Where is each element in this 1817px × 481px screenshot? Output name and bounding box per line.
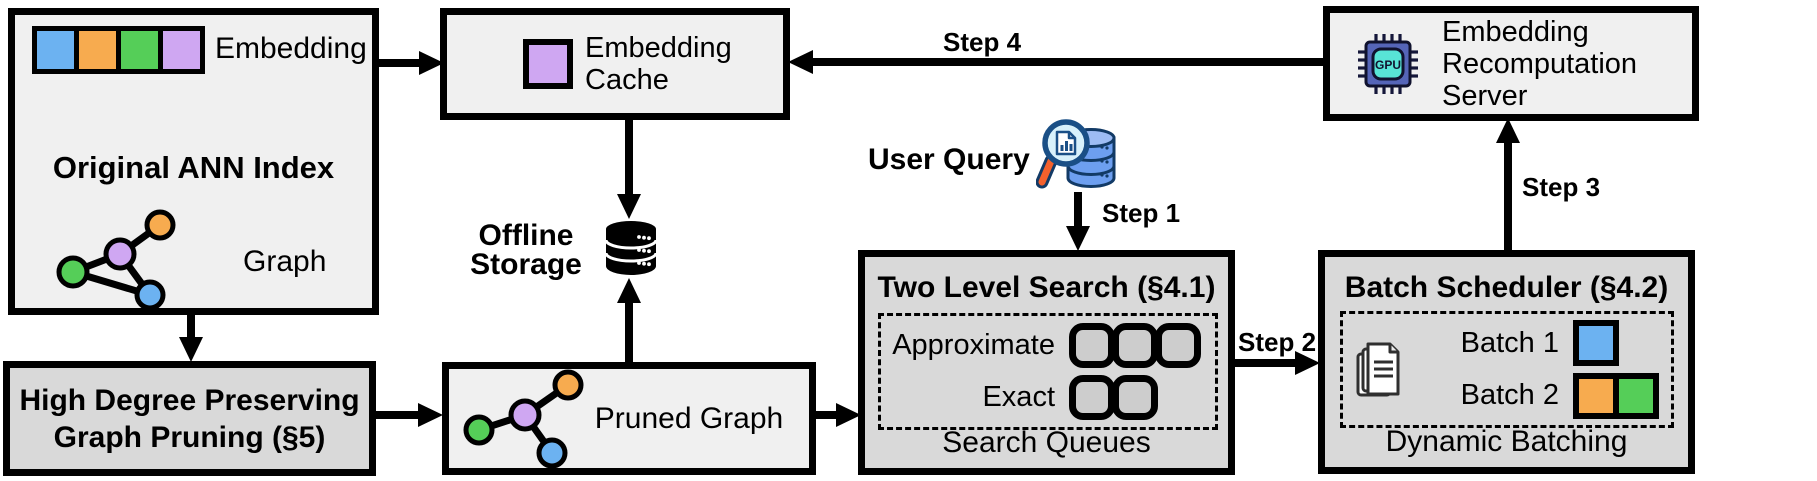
graph-label: Graph: [243, 245, 327, 278]
arrow-cache-to-storage: [625, 118, 633, 198]
batch1-item-blue: [1573, 320, 1619, 367]
documents-icon: [1356, 342, 1400, 396]
arrowhead: [836, 403, 861, 427]
two-level-search-box: Two Level Search (§4.1) Approximate Exac…: [858, 250, 1235, 475]
exact-label: Exact: [982, 381, 1055, 413]
arrowhead: [788, 50, 813, 74]
arrowhead: [179, 337, 203, 362]
embedding-cell-blue: [37, 31, 74, 69]
queue-slot: [1112, 323, 1158, 368]
batch-scheduler-box: Batch Scheduler (§4.2) Batch 1: [1318, 250, 1695, 474]
graph-node-green: [463, 414, 495, 446]
graph-node-purple: [103, 237, 137, 271]
queue-slot: [1155, 323, 1201, 368]
offline-storage-label: Offline Storage: [462, 219, 590, 281]
pruned-graph-box: Pruned Graph: [442, 362, 816, 475]
arrowhead: [617, 194, 641, 219]
pruned-graph-label: Pruned Graph: [594, 401, 784, 435]
batch2-item-green: [1613, 378, 1653, 413]
step1-label: Step 1: [1102, 198, 1181, 228]
pruned-graph-icon: [463, 369, 584, 469]
queue-slot: [1069, 375, 1115, 420]
embedding-label: Embedding: [215, 32, 367, 65]
batch1-row: Batch 1: [1411, 320, 1665, 367]
arrow-search-to-scheduler: [1235, 359, 1301, 367]
embedding-cell-orange: [79, 31, 116, 69]
arrow-pruning-to-pruned: [376, 411, 422, 419]
batch-scheduler-title: Batch Scheduler (§4.2): [1344, 271, 1669, 304]
graph-node-blue: [134, 279, 166, 311]
embedding-cache-title: Embedding Cache: [585, 32, 732, 96]
arrowhead: [419, 51, 444, 75]
offline-storage-line1: Offline: [478, 219, 574, 252]
approximate-queue-row: Approximate: [889, 323, 1207, 368]
two-level-search-title: Two Level Search (§4.1): [877, 271, 1216, 304]
arrow-query-to-search: [1074, 192, 1082, 230]
graph-pruning-box: High Degree Preserving Graph Pruning (§5…: [3, 361, 376, 476]
embedding-cell-purple: [163, 31, 200, 69]
queue-slot: [1069, 323, 1115, 368]
arrow-ann-to-pruning: [187, 315, 195, 341]
graph-node-blue: [536, 437, 568, 469]
embedding-cache-box: Embedding Cache: [440, 8, 790, 120]
step2-label: Step 2: [1238, 327, 1317, 357]
approximate-label: Approximate: [892, 329, 1055, 361]
gpu-chip-icon: GPU: [1358, 33, 1418, 94]
batch2-item-orange: [1579, 378, 1613, 413]
original-ann-index-box: Embedding Original ANN Index Graph: [8, 8, 379, 315]
arrow-server-to-cache: [810, 58, 1323, 66]
graph-node-green: [56, 255, 90, 289]
search-queues-caption: Search Queues: [942, 426, 1151, 459]
dynamic-batching-caption: Dynamic Batching: [1385, 425, 1628, 458]
batch2-row: Batch 2: [1411, 372, 1665, 419]
arrowhead: [617, 278, 641, 303]
recomputation-server-box: GPU Embedding Recomputation Server: [1323, 6, 1699, 121]
graph-pruning-title-line1: High Degree Preserving: [19, 383, 360, 417]
queue-slot: [1112, 375, 1158, 420]
graph-node-orange: [552, 369, 584, 401]
arrow-pruned-to-storage: [625, 300, 633, 364]
step4-label: Step 4: [943, 27, 1022, 57]
user-query-label: User Query: [868, 143, 1030, 176]
batch2-label: Batch 2: [1460, 379, 1559, 412]
exact-queue-row: Exact: [889, 375, 1207, 420]
gpu-chip-label: GPU: [1375, 58, 1401, 72]
batch2-items: [1573, 372, 1659, 419]
offline-storage-line2: Storage: [470, 248, 582, 281]
cached-embedding-icon: [523, 39, 573, 89]
search-queues-panel: Approximate Exact: [878, 313, 1218, 430]
step3-label: Step 3: [1522, 172, 1601, 202]
embedding-vector-icon: [32, 26, 205, 74]
query-search-icon: [1036, 119, 1116, 189]
graph-node-orange: [144, 209, 176, 241]
arrowhead: [1496, 118, 1520, 143]
graph-icon: [56, 209, 176, 311]
arrow-scheduler-to-server: [1504, 140, 1512, 250]
embedding-cell-green: [121, 31, 158, 69]
original-ann-index-title: Original ANN Index: [52, 150, 335, 185]
dynamic-batching-panel: Batch 1 Batch 2: [1340, 311, 1674, 428]
arrowhead: [1295, 351, 1320, 375]
arrowhead: [1066, 226, 1090, 251]
arrow-pruned-to-search: [816, 411, 844, 419]
graph-pruning-title-line2: Graph Pruning (§5): [53, 420, 326, 454]
arrow-ann-to-cache: [379, 59, 425, 67]
batch1-label: Batch 1: [1460, 326, 1559, 359]
recomputation-server-title: Embedding Recomputation Server: [1442, 15, 1638, 112]
graph-node-purple: [508, 398, 542, 432]
database-icon: [604, 221, 658, 275]
arrowhead: [418, 403, 443, 427]
